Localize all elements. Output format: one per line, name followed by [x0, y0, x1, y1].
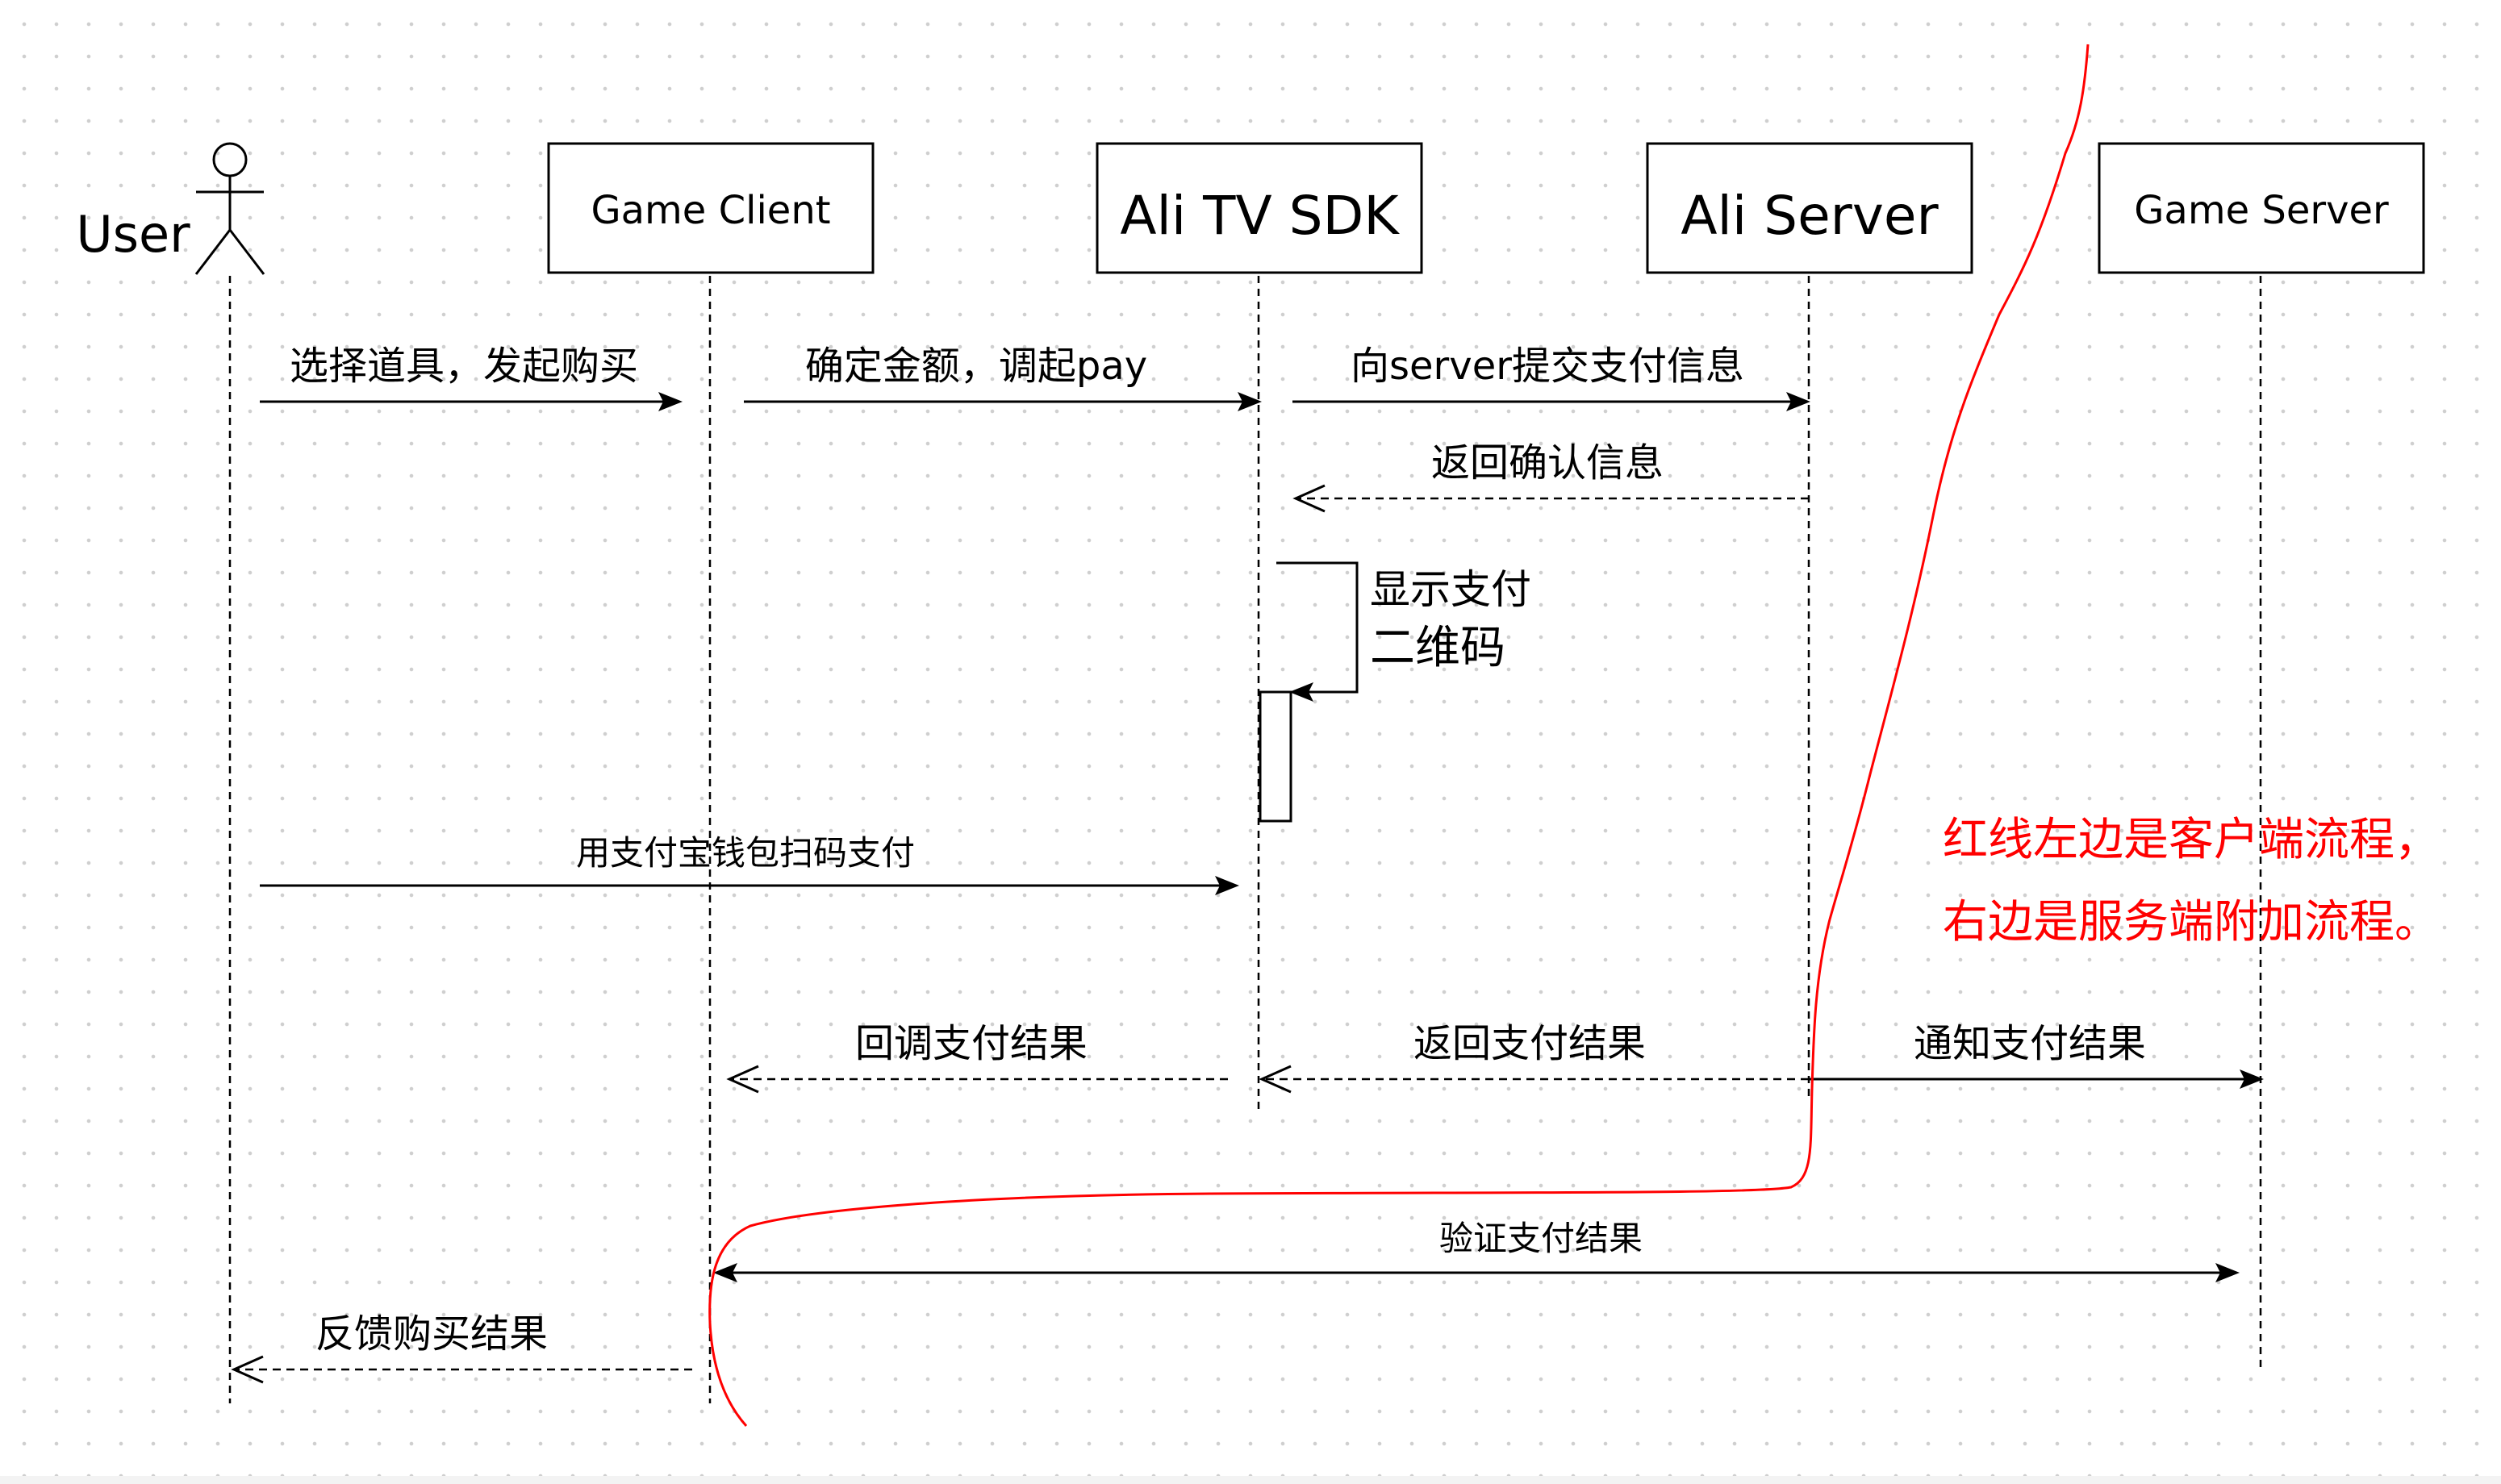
participant-ali-tv-sdk: Ali TV SDK [1096, 142, 1423, 274]
participant-game-server: Game Server [2098, 142, 2425, 274]
message-feedback-result-label: 反馈购买结果 [315, 1311, 548, 1357]
message-show-qr-label-line1: 显示支付 [1370, 566, 1531, 613]
message-feedback-result: 反馈购买结果 [231, 1311, 692, 1384]
message-notify-result-label: 通知支付结果 [1914, 1021, 2146, 1066]
participant-ali-tv-sdk-label: Ali TV SDK [1120, 185, 1400, 247]
message-alipay-scan: 用支付宝钱包扫码支付 [260, 833, 1239, 895]
arrow-head-icon [2240, 1069, 2264, 1089]
arrow-head-icon [1215, 876, 1239, 895]
note-line-1: 红线左边是客户端流程， [1943, 814, 2440, 866]
message-select-item-label: 选择道具，发起购买 [290, 344, 638, 389]
open-arrow-head-icon [231, 1355, 264, 1384]
bottom-divider [0, 1476, 2501, 1484]
arrow-head-icon [658, 392, 683, 411]
client-server-divider-line [708, 44, 2090, 1427]
participant-game-client: Game Client [547, 142, 875, 274]
open-arrow-head-icon [726, 1065, 759, 1094]
participant-ali-server: Ali Server [1646, 142, 1973, 274]
participant-game-server-label: Game Server [2134, 188, 2389, 233]
arrow-head-icon [713, 1263, 737, 1282]
user-actor-icon [194, 142, 265, 275]
arrow-head-icon [1238, 392, 1262, 411]
message-notify-result: 通知支付结果 [1809, 1021, 2264, 1089]
message-show-qr: 显示支付 二维码 [1276, 561, 1531, 702]
message-callback-result: 回调支付结果 [726, 1021, 1228, 1094]
participant-game-client-label: Game Client [591, 188, 830, 233]
message-submit-payment: 向server提交支付信息 [1292, 344, 1810, 411]
message-return-confirmation-label: 返回确认信息 [1431, 440, 1664, 486]
message-return-confirmation: 返回确认信息 [1292, 440, 1809, 513]
message-verify-result: 验证支付结果 [713, 1219, 2240, 1282]
message-verify-result-label: 验证支付结果 [1439, 1219, 1643, 1258]
participant-ali-server-label: Ali Server [1681, 185, 1939, 247]
arrow-head-icon [1289, 682, 1313, 702]
message-submit-payment-label: 向server提交支付信息 [1351, 344, 1744, 389]
message-callback-result-label: 回调支付结果 [855, 1021, 1088, 1066]
message-select-item: 选择道具，发起购买 [260, 344, 683, 411]
open-arrow-head-icon [1292, 484, 1326, 513]
open-arrow-head-icon [1259, 1065, 1292, 1094]
arrow-head-icon [2215, 1263, 2240, 1282]
note-line-2: 右边是服务端附加流程。 [1943, 896, 2440, 948]
participant-user-label: User [76, 205, 190, 264]
message-confirm-amount-label: 确定金额，调起pay [805, 344, 1147, 389]
message-return-result-label: 返回支付结果 [1413, 1021, 1646, 1066]
message-confirm-amount: 确定金额，调起pay [744, 344, 1262, 411]
activation-bar [1259, 690, 1292, 823]
arrow-head-icon [1786, 392, 1810, 411]
message-return-result: 返回支付结果 [1259, 1021, 1809, 1094]
message-show-qr-label-line2: 二维码 [1370, 622, 1505, 674]
message-alipay-scan-label: 用支付宝钱包扫码支付 [576, 833, 915, 873]
